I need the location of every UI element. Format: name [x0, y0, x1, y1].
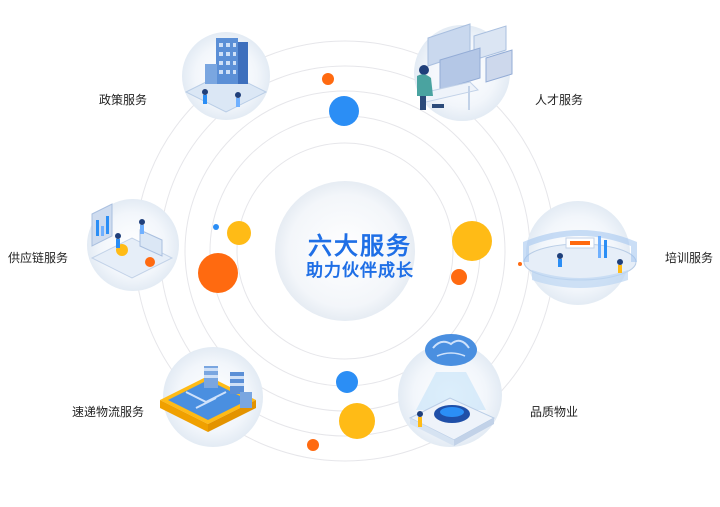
- service-label-property[interactable]: 品质物业: [530, 405, 579, 419]
- service-label-logistics[interactable]: 速递物流服务: [72, 405, 145, 419]
- center-title: 六大服务: [308, 232, 412, 260]
- dot-yellow: [339, 403, 375, 439]
- office-building-icon[interactable]: [184, 38, 268, 113]
- decorative-dots: [198, 73, 492, 451]
- dot-yellow: [227, 221, 251, 245]
- smart-brain-icon[interactable]: [408, 334, 496, 446]
- dot-orange-small: [451, 269, 467, 285]
- center-disk: [275, 181, 415, 321]
- dot-orange: [307, 439, 319, 451]
- ring: [236, 142, 454, 360]
- service-label-training[interactable]: 培训服务: [665, 251, 714, 265]
- training-hall-icon[interactable]: [518, 230, 637, 288]
- developer-desk-icon[interactable]: [417, 23, 513, 110]
- dot-orange: [322, 73, 334, 85]
- dot-blue-small: [213, 224, 219, 230]
- dot-orange-large: [198, 253, 238, 293]
- dot-blue: [336, 371, 358, 393]
- dot-yellow-large: [452, 221, 492, 261]
- service-label-policy[interactable]: 政策服务: [99, 93, 148, 107]
- dot-blue: [329, 96, 359, 126]
- warehouse-icon[interactable]: [160, 366, 256, 432]
- service-label-talent[interactable]: 人才服务: [535, 93, 584, 107]
- analytics-dashboard-icon[interactable]: [90, 203, 174, 279]
- center-subtitle: 助力伙伴成长: [306, 261, 414, 281]
- service-label-supply-chain[interactable]: 供应链服务: [8, 251, 69, 265]
